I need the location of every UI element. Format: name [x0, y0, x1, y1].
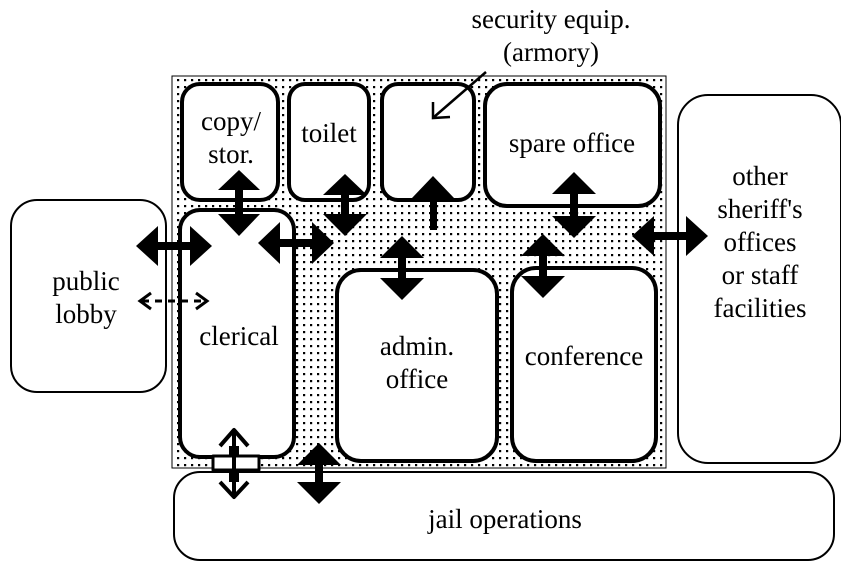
- copy-storage-label-line2: stor.: [208, 139, 254, 169]
- arrow-copy-clerical: [218, 170, 260, 236]
- arrow-conference-corridor: [521, 234, 565, 298]
- arrow-clerical-jail-gated: [211, 428, 261, 499]
- arrow-corridor-other-offices: [632, 216, 708, 256]
- clerical-label: clerical: [199, 321, 278, 351]
- room-other-offices: [677, 94, 841, 464]
- arrow-toilet-corridor: [323, 174, 367, 236]
- arrow-spare-corridor: [552, 172, 596, 238]
- toilet-label: toilet: [301, 118, 357, 148]
- room-copy-storage: [180, 82, 280, 202]
- room-public-lobby: [10, 199, 167, 393]
- arrow-lobby-dashed: [137, 291, 210, 311]
- spare-office-label: spare office: [509, 128, 635, 158]
- other-offices-label-line2: sheriff's: [717, 194, 802, 224]
- copy-storage-label-line1: copy/: [201, 106, 261, 136]
- annotation-line2: (armory): [503, 37, 599, 67]
- annotation-line1: security equip.: [472, 4, 631, 34]
- admin-office-label-line2: office: [386, 364, 448, 394]
- public-lobby-label-line1: public: [52, 266, 120, 296]
- conference-label: conference: [525, 341, 643, 371]
- other-offices-label-line3: offices: [724, 227, 797, 257]
- room-conference: [510, 266, 658, 463]
- room-jail-operations: [173, 471, 835, 561]
- public-lobby-label-line2: lobby: [55, 299, 117, 329]
- arrow-armory-entry: [412, 176, 454, 230]
- jail-operations-label: jail operations: [427, 504, 582, 534]
- arrow-admin-corridor: [380, 236, 424, 300]
- other-offices-label-line1: other: [732, 161, 787, 191]
- other-offices-label-line5: facilities: [714, 293, 807, 323]
- admin-office-label-line1: admin.: [380, 331, 454, 361]
- room-toilet: [287, 82, 371, 202]
- room-admin-office: [335, 268, 499, 463]
- other-offices-label-line4: or staff: [722, 260, 799, 290]
- arrow-lobby-clerical: [136, 226, 212, 266]
- arrow-clerical-corridor: [258, 222, 334, 264]
- annotation-pointer: [431, 71, 487, 120]
- arrow-corridor-jail: [297, 443, 341, 504]
- room-armory: [380, 82, 476, 202]
